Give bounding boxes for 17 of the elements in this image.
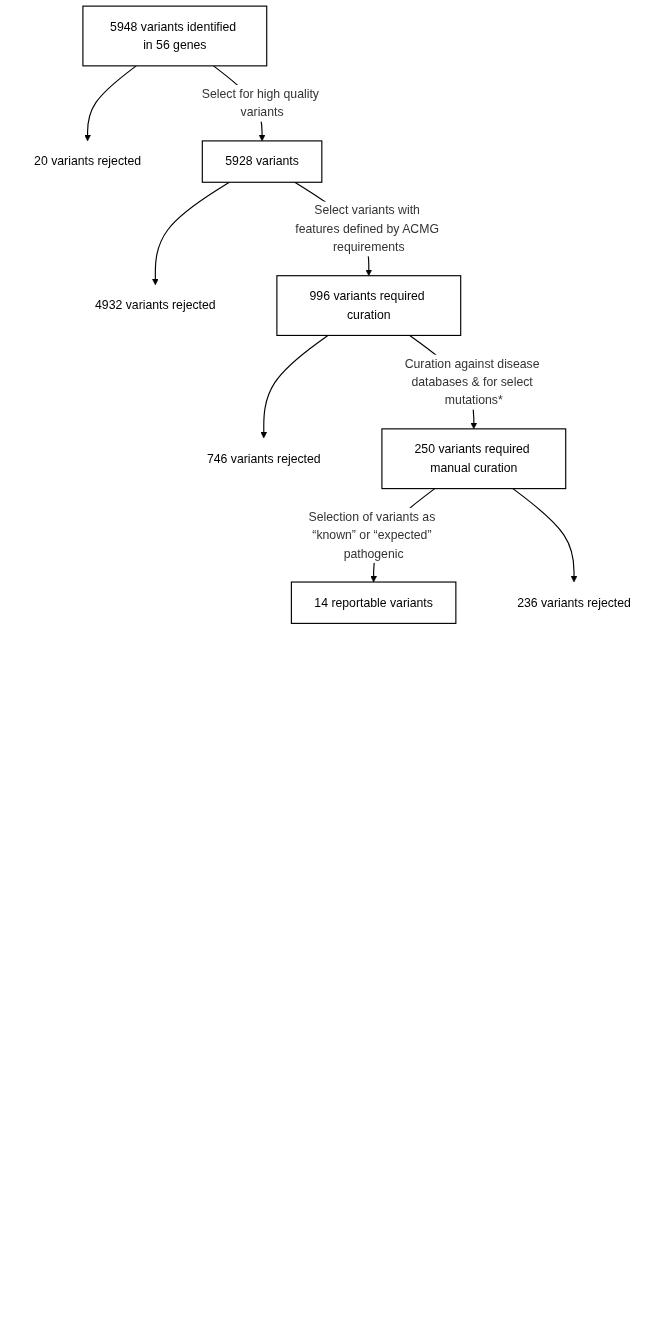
node-text: 20 variants rejected	[34, 154, 142, 168]
edge-label: Select for high quality variants	[201, 87, 319, 119]
edge-label: Select variants with features defined by ACMG requirements	[295, 203, 439, 254]
node-text: 4932 variants rejected	[95, 298, 216, 312]
arrow	[260, 334, 329, 439]
arrow	[512, 488, 578, 583]
edge-label: Curation against disease databases & for select mutations*	[404, 356, 540, 407]
node-text: 746 variants rejected	[206, 451, 321, 465]
node-text: 236 variants rejected	[517, 595, 631, 609]
arrow	[84, 65, 137, 142]
arrow	[151, 181, 230, 286]
node-box: 250 variants required manual curation	[381, 428, 567, 490]
node-box: 5948 variants identified in 56 genes	[82, 5, 268, 67]
node-box: 996 variants required curation	[276, 275, 462, 336]
node-box: 14 reportable variants	[290, 581, 457, 624]
node-box: 5928 variants	[201, 140, 323, 183]
edge-label: Selection of variants as “known” or “expected” pathogenic	[308, 510, 436, 560]
